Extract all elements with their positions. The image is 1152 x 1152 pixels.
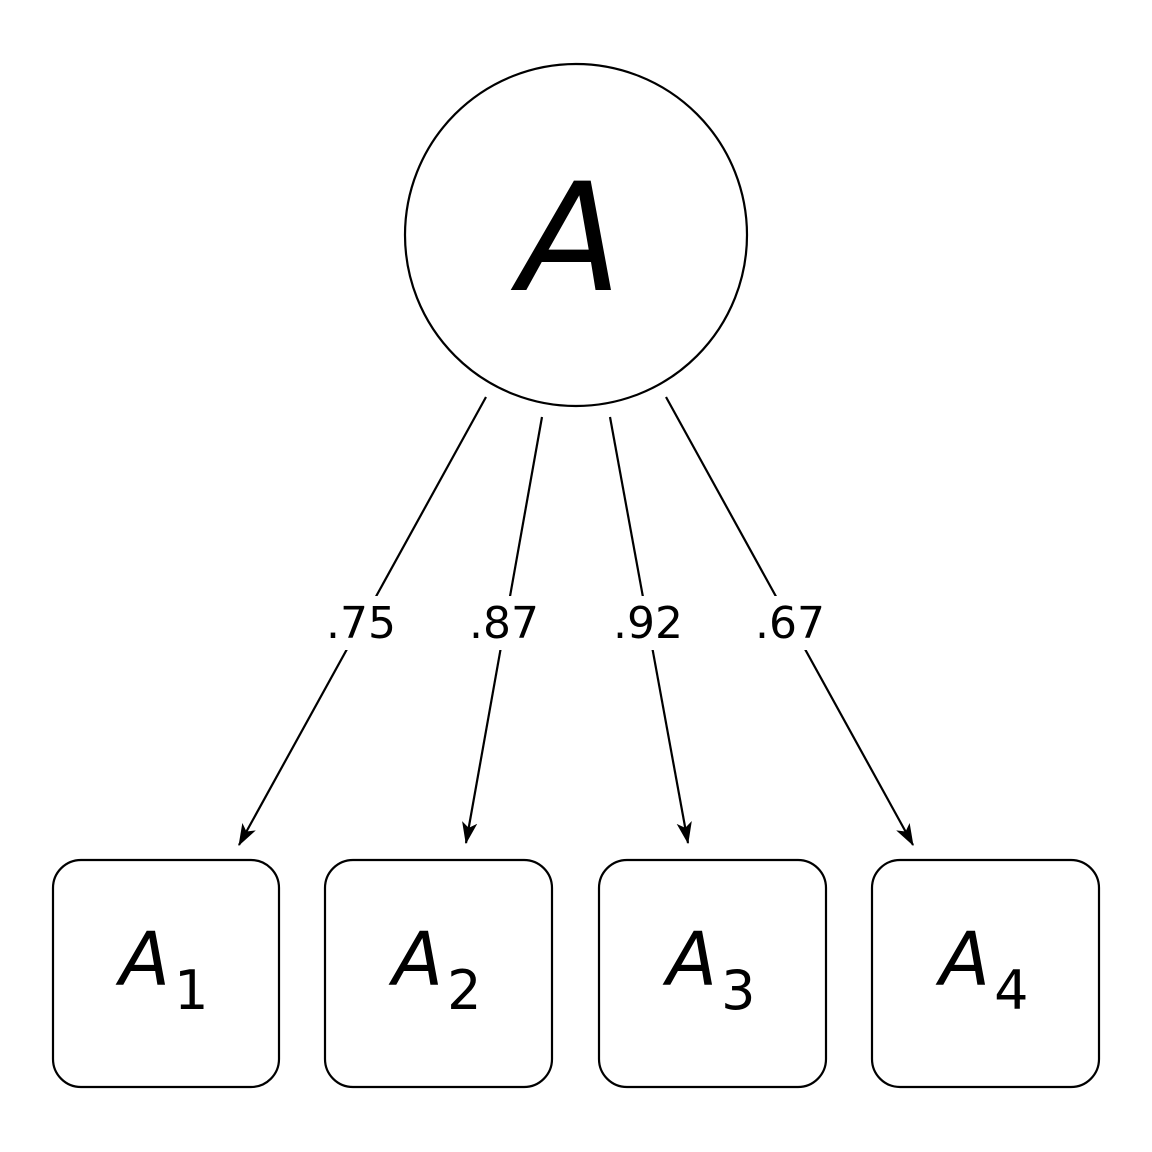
indicator-label-2: A2 [389, 917, 482, 1022]
indicator-box-2 [323, 858, 554, 1089]
indicator-box-1 [51, 858, 281, 1089]
latent-circle [403, 62, 749, 408]
loading-label-2: .87 [469, 598, 539, 649]
indicator-box-4 [870, 858, 1101, 1089]
indicator-node-2: A2 [323, 858, 554, 1089]
latent-node: A [403, 62, 749, 408]
indicator-box-3 [597, 858, 828, 1089]
indicator-label-1: A1 [116, 917, 209, 1022]
latent-label: A [511, 152, 622, 326]
indicator-label-4: A4 [936, 917, 1029, 1022]
indicator-node-3: A3 [597, 858, 828, 1089]
indicator-label-3: A3 [663, 917, 756, 1022]
indicator-node-1: A1 [51, 858, 281, 1089]
loading-label-3: .92 [613, 598, 683, 649]
loading-label-4: .67 [755, 598, 825, 649]
indicator-node-4: A4 [870, 858, 1101, 1089]
loading-label-1: .75 [326, 598, 396, 649]
loading-labels: .75 .87 .92 .67 [322, 596, 829, 650]
